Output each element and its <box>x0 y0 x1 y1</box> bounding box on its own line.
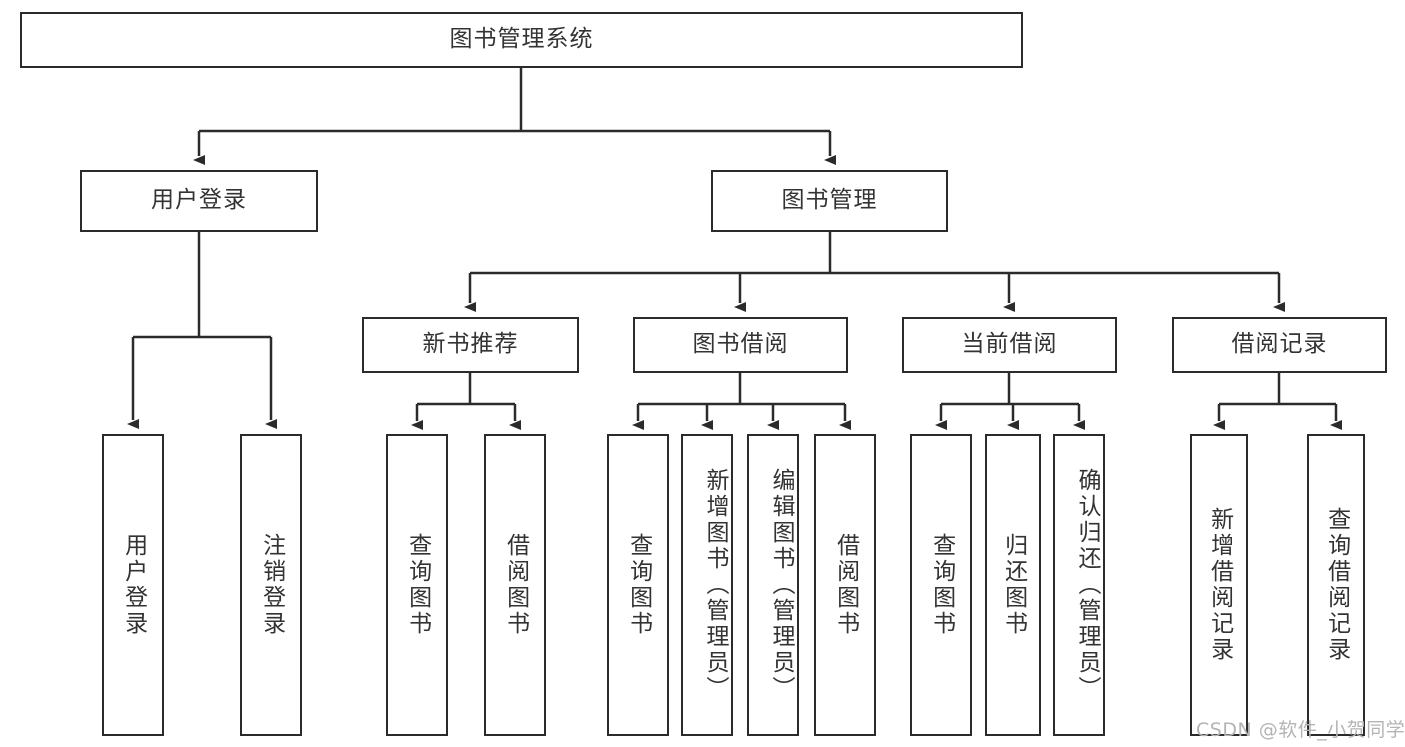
node-book-manage[interactable]: 图书管理 <box>711 170 948 232</box>
node-user-login[interactable]: 用户登录 <box>80 170 318 232</box>
node-label: 编辑图书（管理员） <box>768 468 794 702</box>
node-label: 借阅图书 <box>502 533 529 637</box>
node-book-borrow[interactable]: 图书借阅 <box>633 317 848 373</box>
node-label: 查询图书 <box>404 533 431 637</box>
node-leaf-edit-book[interactable]: 编辑图书（管理员） <box>747 434 799 736</box>
node-label: 借阅图书 <box>832 533 859 637</box>
node-leaf-user-login[interactable]: 用户登录 <box>102 434 164 736</box>
node-label: 查询图书 <box>625 533 652 637</box>
node-leaf-add-record[interactable]: 新增借阅记录 <box>1190 434 1248 736</box>
node-label: 用户登录 <box>151 187 247 214</box>
node-current-borrow[interactable]: 当前借阅 <box>902 317 1117 373</box>
node-new-book-recommend[interactable]: 新书推荐 <box>362 317 579 373</box>
node-leaf-query-book-3[interactable]: 查询图书 <box>910 434 972 736</box>
node-leaf-borrow-book-1[interactable]: 借阅图书 <box>484 434 546 736</box>
node-leaf-borrow-book-2[interactable]: 借阅图书 <box>814 434 876 736</box>
node-label: 新书推荐 <box>422 331 519 358</box>
node-label: 用户登录 <box>120 533 147 637</box>
csdn-watermark: CSDN @软件_小贺同学 <box>1196 719 1405 741</box>
node-leaf-confirm-return[interactable]: 确认归还（管理员） <box>1053 434 1105 736</box>
node-label: 图书管理系统 <box>449 26 594 53</box>
node-label: 借阅记录 <box>1231 331 1328 358</box>
node-label: 新增图书（管理员） <box>702 468 728 702</box>
node-leaf-add-book[interactable]: 新增图书（管理员） <box>681 434 733 736</box>
node-label: 新增借阅记录 <box>1206 507 1233 663</box>
node-label: 查询图书 <box>928 533 955 637</box>
node-leaf-query-book-1[interactable]: 查询图书 <box>386 434 448 736</box>
node-leaf-return-book[interactable]: 归还图书 <box>985 434 1041 736</box>
node-label: 图书管理 <box>781 187 878 214</box>
node-label: 归还图书 <box>1000 533 1027 637</box>
node-borrow-record[interactable]: 借阅记录 <box>1172 317 1387 373</box>
node-label: 确认归还（管理员） <box>1074 468 1100 702</box>
node-leaf-user-logout[interactable]: 注销登录 <box>240 434 302 736</box>
node-label: 当前借阅 <box>961 331 1058 358</box>
node-label: 注销登录 <box>258 533 285 637</box>
node-leaf-query-record[interactable]: 查询借阅记录 <box>1307 434 1365 736</box>
node-root[interactable]: 图书管理系统 <box>20 12 1023 68</box>
node-label: 查询借阅记录 <box>1323 507 1350 663</box>
node-leaf-query-book-2[interactable]: 查询图书 <box>607 434 669 736</box>
node-label: 图书借阅 <box>692 331 789 358</box>
